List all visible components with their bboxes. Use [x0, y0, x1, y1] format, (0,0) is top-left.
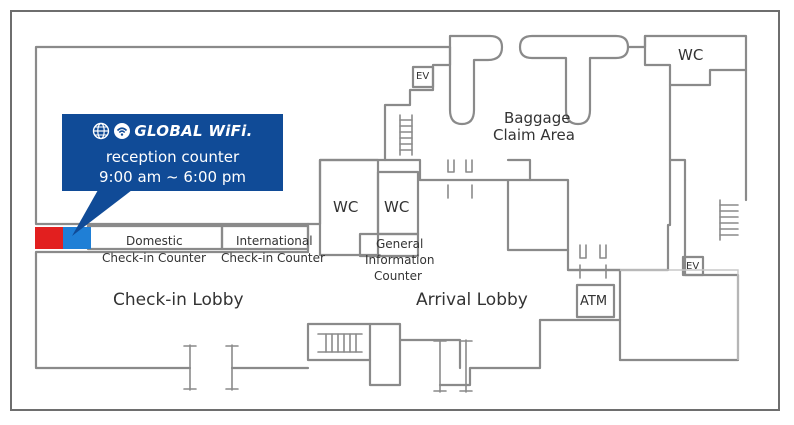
carousel-left: [448, 34, 504, 126]
wifi-icon: [114, 123, 131, 139]
callout-pointer: [72, 190, 132, 236]
general-info-box: [358, 232, 420, 258]
ev-top-box: [411, 65, 435, 89]
red-marker: [35, 227, 63, 249]
wc-left-label: WC: [333, 198, 359, 216]
atm-box: [575, 283, 616, 319]
brand-name: GLOBAL WiFi.: [134, 122, 253, 140]
domestic-label: Domestic: [126, 234, 183, 248]
international-counter-label: Check-in Counter: [221, 251, 325, 265]
building-outline: [34, 45, 452, 370]
checkin-lobby-label: Check-in Lobby: [113, 290, 244, 310]
global-wifi-callout: GLOBAL WiFi. reception counter 9:00 am ~…: [62, 114, 283, 191]
ev-right-box: [681, 255, 705, 277]
map-frame: [10, 10, 780, 411]
general-info-label-1: General: [376, 237, 424, 251]
wc-right-label: WC: [384, 198, 410, 216]
callout-line-1: reception counter: [105, 148, 240, 166]
general-info-label-3: Counter: [374, 269, 422, 283]
domestic-counter-label: Check-in Counter: [102, 251, 206, 265]
callout-line-2: 9:00 am ~ 6:00 pm: [99, 168, 246, 186]
baggage-claim-label-1: Baggage: [504, 109, 571, 127]
arrival-lobby-label: Arrival Lobby: [416, 290, 528, 310]
ev-top-label: EV: [416, 71, 430, 82]
ev-right-label: EV: [686, 261, 700, 272]
international-label: International: [236, 234, 313, 248]
blue-marker: [63, 227, 91, 249]
atm-label: ATM: [580, 294, 608, 309]
carousel-right: [518, 34, 630, 126]
wc-top-label: WC: [678, 46, 704, 64]
globe-icon: [93, 122, 110, 140]
baggage-claim-label-2: Claim Area: [493, 126, 575, 144]
general-info-label-2: Information: [365, 253, 435, 267]
brand-row: GLOBAL WiFi.: [62, 120, 283, 142]
